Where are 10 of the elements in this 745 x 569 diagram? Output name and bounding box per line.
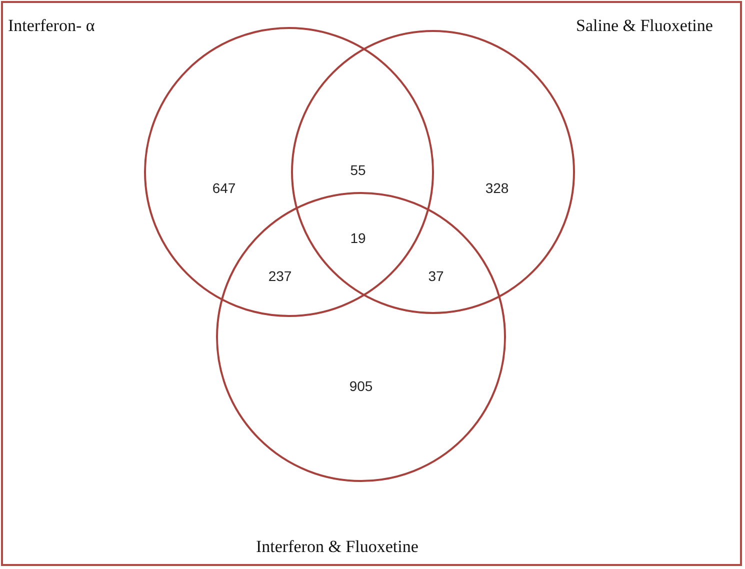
region-count: 237	[268, 268, 292, 284]
region-count: 647	[212, 180, 236, 196]
region-count: 37	[428, 268, 444, 284]
region-count: 905	[349, 378, 373, 394]
region-count: 19	[350, 230, 366, 246]
set-label: Interferon & Fluoxetine	[256, 537, 418, 557]
set-label: Saline & Fluoxetine	[576, 16, 713, 36]
region-count: 328	[485, 180, 509, 196]
region-count: 55	[350, 162, 366, 178]
set-label: Interferon- α	[8, 16, 95, 36]
